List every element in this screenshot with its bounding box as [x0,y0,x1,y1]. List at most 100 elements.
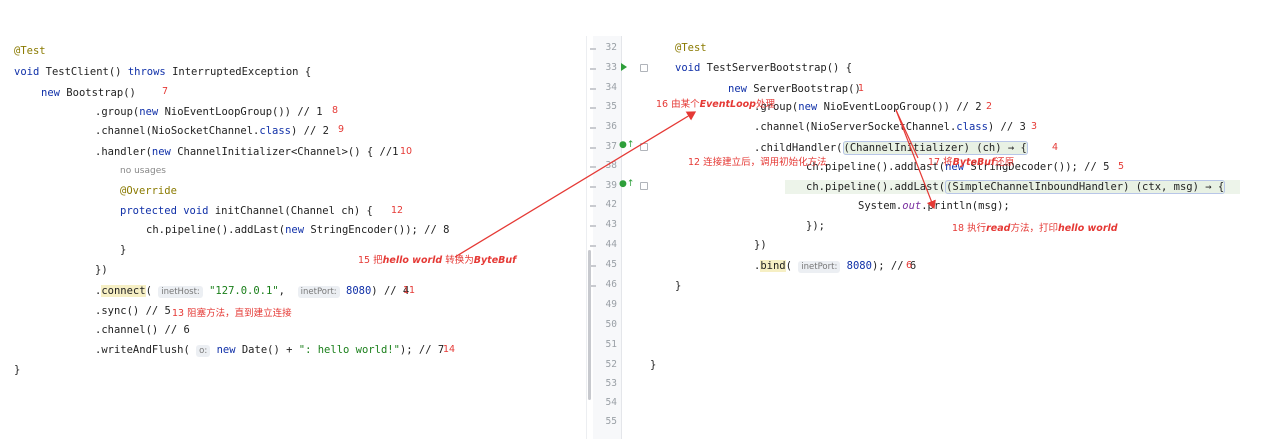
annotation-12: 12 [391,205,404,216]
lambda-hint[interactable]: (ChannelInitializer) (ch) → { [842,141,1028,155]
code-line: } [120,244,127,256]
fold-icon[interactable] [640,64,648,72]
annotation-1: 1 [858,83,865,94]
code-line: .bind( inetPort: 8080); // 6 [754,260,917,273]
code-line: .writeAndFlush( o: new Date() + ": hello… [95,344,445,357]
code-line: .handler(new ChannelInitializer<Channel>… [95,146,399,158]
code-line: new Bootstrap() [41,87,136,99]
annotation-7: 7 [162,86,169,97]
change-marker [590,48,596,50]
param-hint-o: o: [196,345,211,357]
code-line: }) [754,239,767,251]
code-line: @Override [120,185,177,197]
annotation-13: 13 阻塞方法，直到建立连接 [172,308,292,319]
change-marker [590,245,596,247]
run-icon[interactable] [621,63,627,71]
implement-icon[interactable]: ●↑ [619,140,635,150]
no-usages-hint[interactable]: no usages [120,166,166,176]
change-marker [590,285,596,287]
code-line: }); [806,220,825,232]
implement-icon[interactable]: ●↑ [619,179,635,189]
code-line: } [650,359,657,371]
code-line: }) [95,264,108,276]
annotation-5: 5 [1118,161,1125,172]
line-number: 55 [605,416,617,427]
annotation-15: 15 把hello world 转换为ByteBuf [358,255,517,266]
annotation-9: 9 [338,124,345,135]
code-line: } [14,364,21,376]
line-number: 50 [605,319,617,330]
line-number: 43 [605,219,617,230]
code-line: ch.pipeline().addLast((SimpleChannelInbo… [806,180,1226,194]
annotation-12-right: 12 连接建立后，调用初始化方法 [688,157,827,168]
annotation-8: 8 [332,105,339,116]
panel-divider [586,36,587,439]
annotation-6: 6 [906,260,913,271]
code-line: ch.pipeline().addLast(new StringEncoder(… [146,224,450,236]
code-line: .childHandler((ChannelInitializer) (ch) … [754,141,1028,155]
annotation-test: @Test [14,45,46,57]
line-number: 37 [605,141,617,152]
fold-icon[interactable] [640,143,648,151]
code-line: new ServerBootstrap() [728,83,861,95]
code-line: void TestClient() throws InterruptedExce… [14,66,312,78]
annotation-10: 10 [400,146,413,157]
line-number: 45 [605,259,617,270]
code-line: @Test [14,44,46,58]
change-marker [590,205,596,207]
code-line: .channel(NioServerSocketChannel.class) /… [754,121,1026,133]
change-marker [590,107,596,109]
annotation-16: 16 由某个EventLoop处理 [656,99,775,110]
param-hint-inethost: inetHost: [158,286,203,298]
connect-method[interactable]: connect [101,285,146,297]
arrow-client-to-eventloop [454,111,697,258]
line-number: 53 [605,378,617,389]
code-line: .connect( inetHost: "127.0.0.1", inetPor… [95,285,410,298]
code-line: .group(new NioEventLoopGroup()) // 1 [95,106,323,118]
code-line: .group(new NioEventLoopGroup()) // 2 [754,101,982,113]
code-line: } [675,280,682,292]
change-marker [590,88,596,90]
line-number: 34 [605,82,617,93]
change-marker [590,68,596,70]
line-number: 42 [605,199,617,210]
code-line: .channel() // 6 [95,324,190,336]
change-marker [590,127,596,129]
line-number: 36 [605,121,617,132]
annotation-2: 2 [986,101,993,112]
line-number: 33 [605,62,617,73]
change-marker [590,265,596,267]
code-line: .sync() // 5 [95,305,171,317]
code-line: .channel(NioSocketChannel.class) // 2 [95,125,329,137]
line-number: 54 [605,397,617,408]
line-number: 39 [605,180,617,191]
code-line: System.out.println(msg); [858,200,1010,212]
param-hint-inetport: inetPort: [297,286,340,298]
annotation-3: 3 [1031,121,1038,132]
code-line: void TestServerBootstrap() { [675,62,853,74]
change-marker [590,166,596,168]
line-number: 44 [605,239,617,250]
code-line: protected void initChannel(Channel ch) { [120,205,373,217]
line-number: 52 [605,359,617,370]
line-number: 49 [605,299,617,310]
line-number: 51 [605,339,617,350]
param-hint-inetport: inetPort: [798,261,841,273]
line-number: 46 [605,279,617,290]
bind-method[interactable]: bind [760,260,786,272]
scrollbar[interactable] [588,250,591,400]
code-line: @Test [675,42,707,54]
change-marker [590,186,596,188]
annotation-4: 4 [1052,142,1059,153]
gutter-edge [621,36,622,439]
line-number: 38 [605,160,617,171]
line-number: 32 [605,42,617,53]
annotation-18: 18 执行read方法，打印hello world [952,223,1118,234]
change-marker [590,147,596,149]
annotation-11: 11 [403,285,416,296]
annotation-14: 14 [443,344,456,355]
line-number: 35 [605,101,617,112]
annotation-17: 17 将ByteBuf还原 [928,157,1015,168]
fold-icon[interactable] [640,182,648,190]
lambda-hint[interactable]: (SimpleChannelInboundHandler) (ctx, msg)… [945,180,1226,194]
